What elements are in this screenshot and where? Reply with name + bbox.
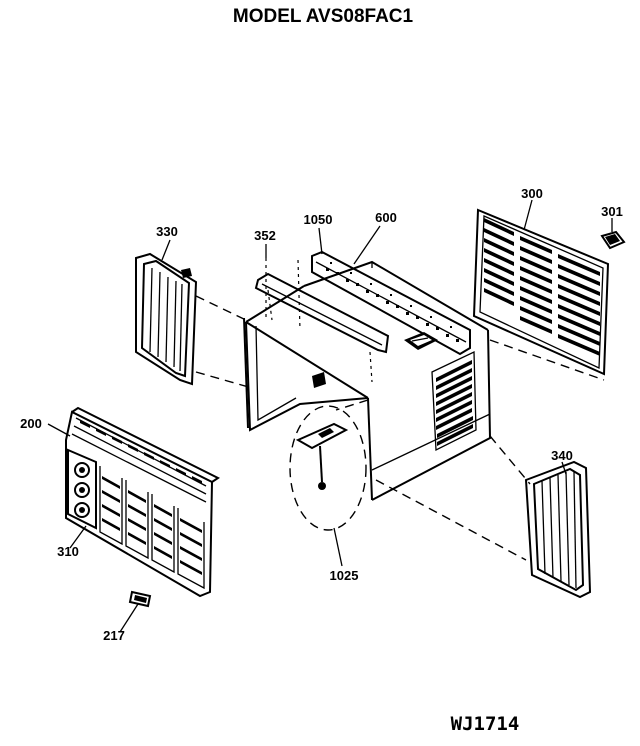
callout-300: 300: [521, 186, 543, 201]
callout-1025: 1025: [330, 568, 359, 583]
callout-1050: 1050: [304, 212, 333, 227]
callout-217: 217: [103, 628, 125, 643]
part-300-rear-grille: [472, 208, 610, 376]
part-217-badge: [128, 590, 152, 608]
callout-340: 340: [551, 448, 573, 463]
part-330-side-curtain-left: [135, 252, 198, 386]
part-301-label: [600, 230, 626, 250]
part-1050-gasket-strip: [311, 250, 471, 356]
callout-330: 330: [156, 224, 178, 239]
callout-200: 200: [20, 416, 42, 431]
part-340-side-curtain-right: [524, 460, 592, 599]
explode-lines: [195, 258, 605, 561]
model-title: MODEL AVS08FAC1: [233, 6, 414, 27]
part-200-front-panel: [65, 406, 220, 598]
callout-352: 352: [254, 228, 276, 243]
callouts: 330 352 1050 600 300 301 200 310 217 102…: [20, 186, 623, 643]
callout-600: 600: [375, 210, 397, 225]
part-1025-detail-circle: [289, 405, 367, 531]
drawing-code: WJ1714: [451, 713, 520, 735]
leader-lines: [47, 199, 613, 633]
callout-301: 301: [601, 204, 623, 219]
part-600-cabinet: [243, 260, 492, 501]
part-352-rail: [254, 272, 390, 354]
callout-310: 310: [57, 544, 79, 559]
